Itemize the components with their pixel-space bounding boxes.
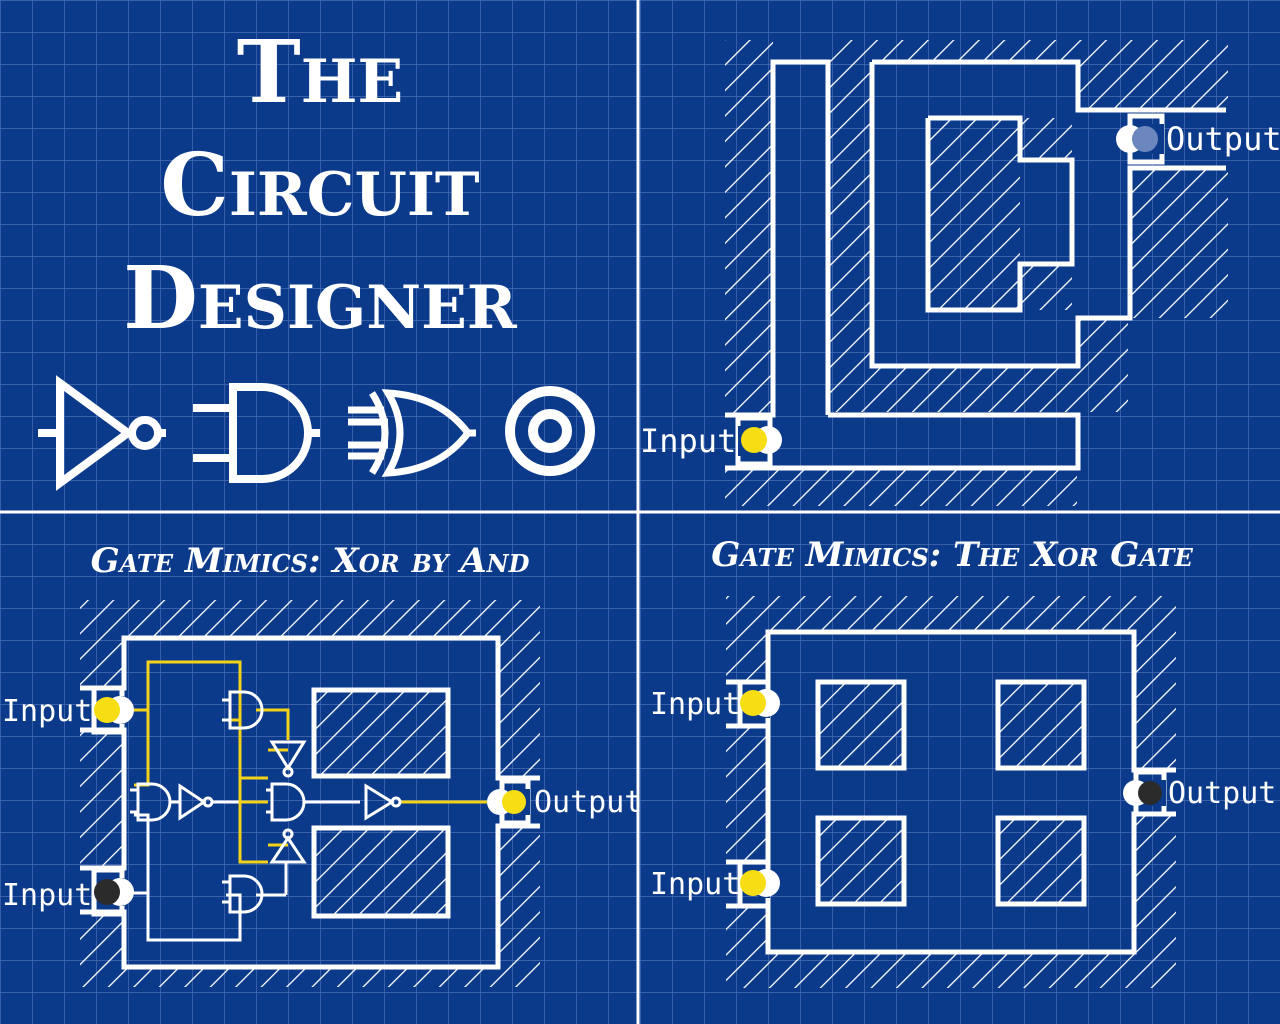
- not-gate-up: [269, 828, 307, 864]
- input-label-top: Input: [650, 687, 740, 722]
- output-port[interactable]: [1123, 769, 1167, 817]
- input-label: Input: [640, 422, 736, 460]
- not-gate-icon: [38, 375, 166, 491]
- input-port-bottom[interactable]: [737, 859, 780, 909]
- and-gate-bottom: [222, 874, 264, 914]
- bottom-right-level: Gate Mimics: The Xor Gate: [650, 535, 1276, 988]
- input-port-top[interactable]: [737, 679, 780, 729]
- output-label: Output: [1168, 776, 1276, 811]
- title-line-2: Circuit: [160, 135, 480, 236]
- output-port[interactable]: [487, 778, 531, 826]
- hatched-walls: [726, 596, 1176, 988]
- not-gate-left: [178, 783, 214, 821]
- input-port-top[interactable]: [91, 685, 134, 735]
- bottom-right-title: Gate Mimics: The Xor Gate: [711, 535, 1193, 575]
- output-label: Output: [534, 785, 642, 820]
- top-right-level: Input Output: [640, 40, 1280, 506]
- and-gate-center: [266, 782, 306, 822]
- hatched-walls: [80, 600, 540, 987]
- input-port[interactable]: [735, 415, 782, 467]
- not-gate-output: [364, 783, 402, 821]
- title-line-1: The: [237, 22, 403, 123]
- output-label: Output: [1166, 120, 1280, 158]
- circuit-walls: [725, 59, 1226, 471]
- output-port[interactable]: [1116, 113, 1165, 165]
- and-gate-top: [222, 690, 264, 730]
- not-gate-down: [269, 740, 307, 778]
- title-line-3: Designer: [123, 248, 518, 349]
- target-icon: [505, 386, 595, 476]
- bottom-left-title: Gate Mimics: Xor by And: [91, 541, 530, 581]
- title-panel: The Circuit Designer: [38, 22, 595, 491]
- bottom-left-level: Gate Mimics: Xor by And: [2, 541, 642, 987]
- input-label-bottom: Input: [2, 878, 92, 913]
- xor-gate-icon: [348, 389, 476, 477]
- input-port-bottom[interactable]: [91, 867, 134, 917]
- input-label-top: Input: [2, 694, 92, 729]
- and-gate-icon: [193, 383, 320, 483]
- input-label-bottom: Input: [650, 867, 740, 902]
- hatched-walls: [725, 40, 1228, 506]
- and-gate-left: [130, 782, 180, 822]
